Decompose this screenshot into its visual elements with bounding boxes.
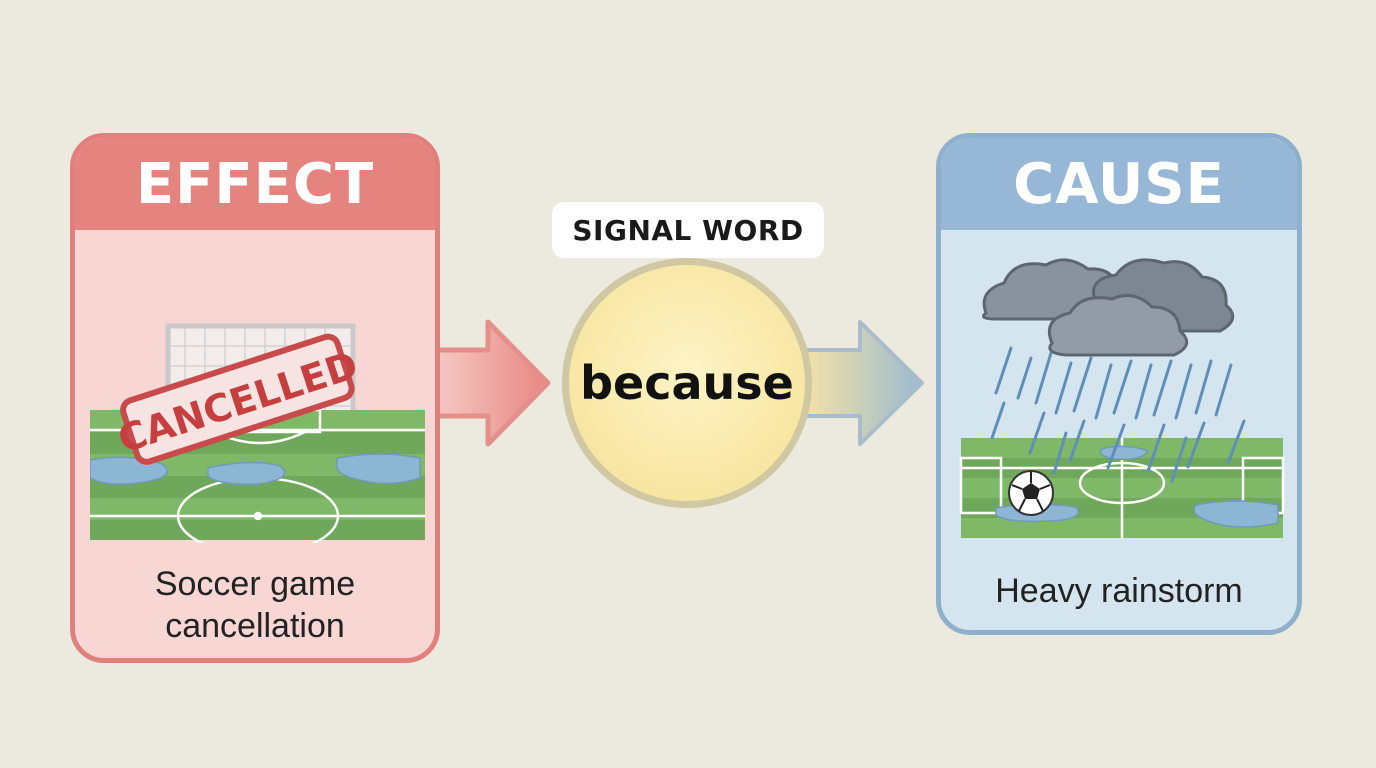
storm-cloud-icon bbox=[982, 258, 1235, 357]
effect-caption: Soccer game cancellation bbox=[75, 563, 435, 647]
cause-title: CAUSE bbox=[941, 138, 1297, 230]
effect-caption-line-2: cancellation bbox=[165, 607, 345, 645]
soccer-field-cancelled-illustration: CANCELLED bbox=[90, 323, 425, 543]
cause-caption: Heavy rainstorm bbox=[995, 572, 1243, 610]
effect-card: EFFECT bbox=[70, 133, 440, 663]
rain-icon bbox=[990, 346, 1246, 483]
signal-word-circle: because bbox=[562, 258, 812, 508]
cause-card: CAUSE bbox=[936, 133, 1302, 635]
signal-word: because bbox=[580, 356, 794, 410]
rainstorm-field-illustration bbox=[959, 258, 1285, 538]
cancelled-stamp: CANCELLED bbox=[113, 333, 363, 465]
arrow-effect-to-signal bbox=[431, 319, 551, 447]
signal-word-label: SIGNAL WORD bbox=[552, 202, 824, 258]
soccer-ball-icon bbox=[1008, 470, 1054, 516]
arrow-signal-to-cause bbox=[802, 320, 924, 446]
effect-title: EFFECT bbox=[75, 138, 435, 230]
effect-caption-line-1: Soccer game bbox=[154, 565, 356, 603]
